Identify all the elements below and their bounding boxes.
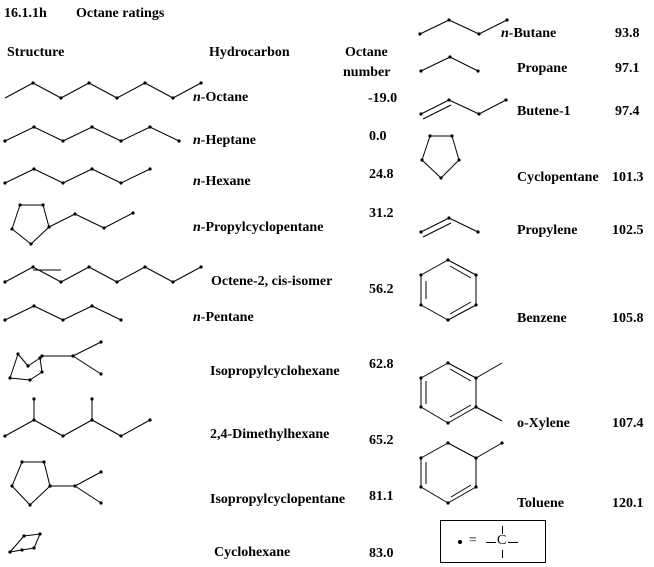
carbon-legend-box: = C [440,520,546,563]
octane-value: 93.8 [615,26,640,41]
compound-name-n-hexane: n-Hexane [193,175,251,189]
octane-value: 0.0 [369,129,387,144]
octane-value: 97.1 [615,61,640,76]
page-title: Octane ratings [76,6,165,21]
compound-name-n-propylcyclopentane: n-Propylcyclopentane [193,221,323,235]
compound-name-isopropylcyclopentane: Isopropylcyclopentane [210,492,346,507]
compound-name-propylene: Propylene [517,223,578,238]
section-number: 16.1.1h [4,6,47,21]
octane-value: 120.1 [612,496,644,511]
octane-value: 83.0 [369,546,394,561]
structure-n-butane [418,18,509,36]
compound-name-n-butane: n-Butane [501,27,556,41]
octane-value: 101.3 [612,170,644,185]
compound-name-o-xylene: o-Xylene [517,416,570,431]
octane-value: 62.8 [369,357,394,372]
compound-name-cyclohexane: Cyclohexane [214,545,291,560]
structure-cyclohexane [8,532,42,554]
legend-bond-top [502,526,503,534]
compound-prefix: n- [193,90,206,105]
structure-n-heptane [3,125,181,143]
structure-toluene [419,441,504,505]
hydrocarbon-column-header: Hydrocarbon [209,45,290,60]
structure-benzene [419,258,478,322]
structure-n-octane [4,81,203,100]
carbon-dot-icon [458,540,462,544]
compound-label: Hexane [205,174,251,189]
octane-value: 81.1 [369,489,394,504]
legend-equals: = [469,533,477,548]
octane-value: 24.8 [369,167,394,182]
legend-bond-left [486,542,496,543]
structure-isopropylcyclohexane [8,340,103,382]
structure-octene-2 [3,265,203,284]
compound-name-cyclopentane: Cyclopentane [517,170,599,185]
structure-cyclopentane [420,134,461,180]
compound-label: Butane [513,26,557,41]
octane-value: 105.8 [612,311,644,326]
compound-name-octene-2: Octene-2, cis-isomer [211,274,333,289]
compound-prefix: n- [193,133,206,148]
structure-propane [419,55,480,73]
structure-isopropylcyclopentane [10,460,103,507]
octane-column-header: Octane [345,45,388,60]
structure-column-header: Structure [7,45,65,60]
structure-n-propylcyclopentane [10,203,135,246]
compound-name-butene-1: Butene-1 [517,104,571,119]
compound-name-toluene: Toluene [517,496,564,511]
octane-value: 65.2 [369,433,394,448]
legend-carbon-label: C [497,533,507,548]
compound-name-isopropylcyclohexane: Isopropylcyclohexane [210,364,340,379]
compound-name-n-heptane: n-Heptane [193,134,256,148]
compound-label: Pentane [205,310,254,325]
compound-label: Octane [205,90,249,105]
octane-value: 102.5 [612,223,644,238]
legend-bond-right [508,542,518,543]
structure-propylene [419,216,480,238]
structure-dimethylhexane [3,397,152,438]
octane-value: 56.2 [369,282,394,297]
compound-prefix: n- [501,26,514,41]
octane-value: 107.4 [612,416,644,431]
compound-label: Propylcyclopentane [205,220,324,235]
legend-bond-bottom [502,550,503,558]
structure-n-hexane [3,167,152,185]
structure-n-pentane [3,304,123,322]
compound-prefix: n- [193,174,206,189]
compound-prefix: n- [193,310,206,325]
compound-name-n-pentane: n-Pentane [193,311,254,325]
octane-value: 31.2 [369,206,394,221]
structure-butene-1 [419,98,508,120]
compound-name-benzene: Benzene [517,311,567,326]
structure-o-xylene [419,361,503,425]
compound-name-n-octane: n-Octane [193,91,248,105]
compound-label: Heptane [205,133,257,148]
compound-name-dimethylhexane: 2,4-Dimethylhexane [210,427,330,442]
octane-column-header-line2: number [343,65,391,80]
octane-value: 97.4 [615,104,640,119]
compound-prefix: n- [193,220,206,235]
octane-value: -19.0 [368,91,398,106]
compound-name-propane: Propane [517,61,568,76]
